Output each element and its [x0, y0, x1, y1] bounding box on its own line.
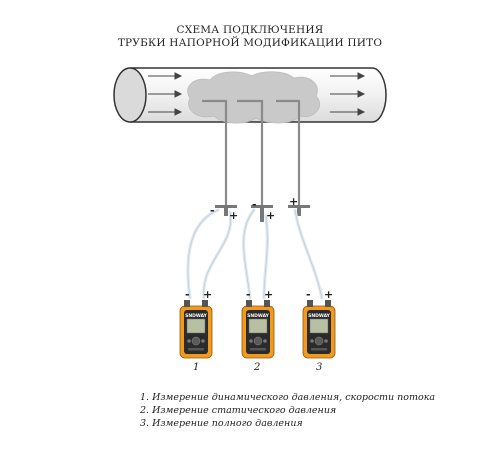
device2-plus-sign: + — [264, 288, 274, 301]
port-plus — [202, 300, 208, 307]
probe2-minus-sign: - — [252, 198, 257, 211]
legend-item-3: 3. Измерение полного давления — [140, 418, 303, 429]
device-brand: SNDWAY — [308, 313, 331, 319]
probe2-plus-sign: + — [266, 209, 276, 222]
manometer-2: SNDWAY — [241, 300, 275, 359]
device-button-right — [201, 339, 205, 343]
device3-minus-sign: - — [306, 288, 311, 301]
device2-minus-sign: - — [246, 288, 251, 301]
flow-arrows — [148, 72, 366, 116]
pitot-probe-1 — [202, 99, 228, 208]
device-power-button — [314, 336, 324, 346]
hose-outlines — [187, 209, 323, 299]
pipe — [113, 67, 387, 124]
device1-plus-sign: + — [203, 288, 213, 301]
device-button-left — [310, 339, 314, 343]
device-button-left — [187, 339, 191, 343]
device-brand: SNDWAY — [185, 313, 208, 319]
device-button-left — [249, 339, 253, 343]
probe-fittings — [215, 205, 310, 222]
device-power-button — [191, 336, 201, 346]
device-display — [309, 318, 329, 334]
probe3-plus-sign: + — [289, 195, 299, 208]
device-display — [186, 318, 206, 334]
port-plus — [264, 300, 270, 307]
port-plus — [325, 300, 331, 307]
manometer-1: SNDWAY — [179, 300, 213, 359]
device-label-strip — [311, 348, 327, 351]
device-brand: SNDWAY — [247, 313, 270, 319]
probe1-plus-sign: + — [229, 209, 239, 222]
port-minus — [184, 300, 190, 307]
flow-cloud — [187, 71, 321, 124]
device-label-strip — [250, 348, 266, 351]
device-number-3: 3 — [316, 362, 323, 373]
pitot-probe-2 — [237, 99, 264, 222]
device-label-strip — [188, 348, 204, 351]
pitot-probe-3 — [276, 99, 301, 208]
device3-plus-sign: + — [324, 288, 334, 301]
legend-item-2: 2. Измерение статического давления — [140, 405, 337, 416]
diagram-title-line1: СХЕМА ПОДКЛЮЧЕНИЯ — [176, 24, 324, 36]
diagram-title-line2: ТРУБКИ НАПОРНОЙ МОДИФИКАЦИИ ПИТО — [117, 37, 383, 49]
port-minus — [307, 300, 313, 307]
device-number-2: 2 — [254, 362, 261, 373]
device-display — [248, 318, 268, 334]
probe1-minus-sign: - — [210, 204, 215, 217]
legend-item-1: 1. Измерение динамического давления, ско… — [140, 392, 436, 403]
manometer-3: SNDWAY — [302, 300, 336, 359]
device-button-right — [324, 339, 328, 343]
device-button-right — [263, 339, 267, 343]
device-power-button — [253, 336, 263, 346]
device1-minus-sign: - — [185, 288, 190, 301]
hoses — [186, 208, 324, 300]
pipe-opening — [113, 67, 147, 123]
port-minus — [246, 300, 252, 307]
device-number-1: 1 — [193, 362, 200, 373]
